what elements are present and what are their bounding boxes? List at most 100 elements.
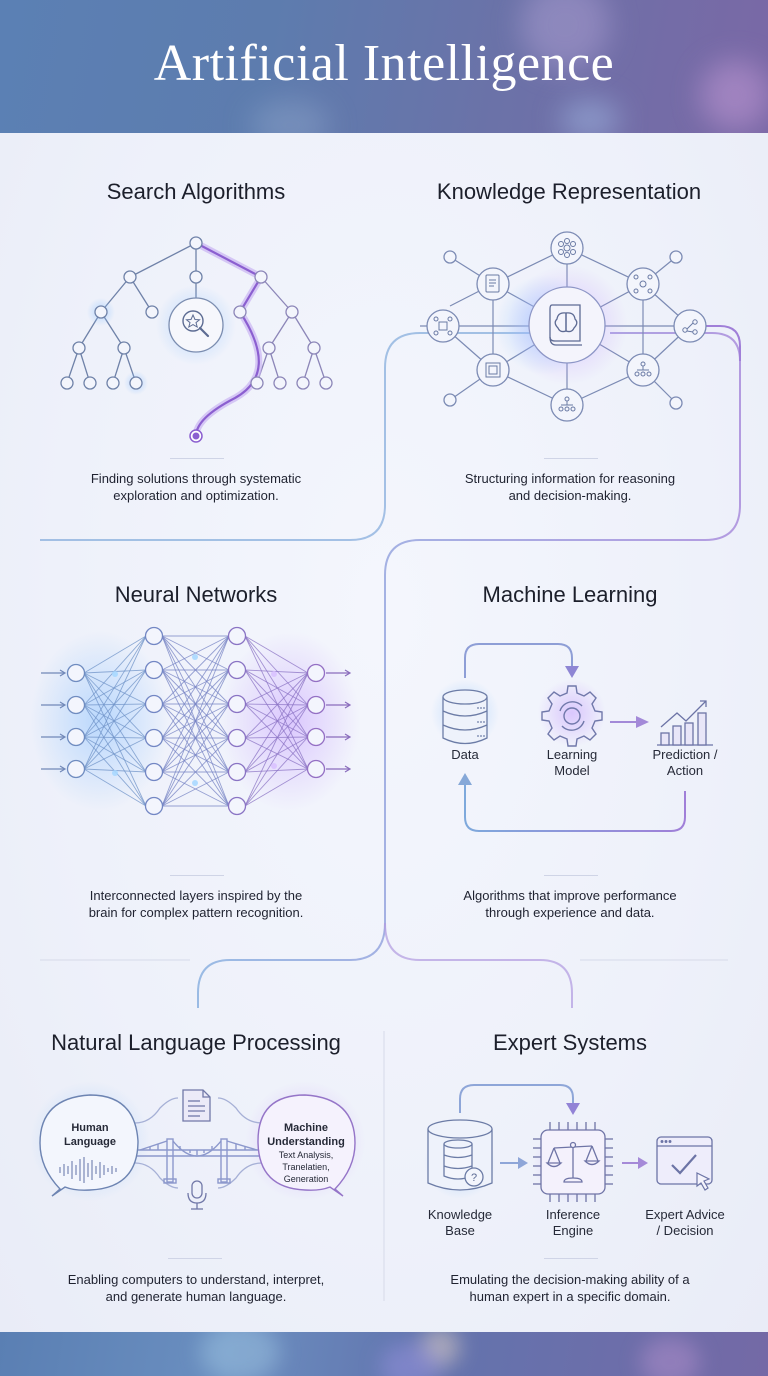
tree-node bbox=[72, 341, 86, 355]
nn-connection bbox=[83, 672, 147, 705]
nn-connection bbox=[161, 635, 230, 739]
connector-line bbox=[384, 922, 573, 1008]
nn-connection bbox=[244, 635, 309, 770]
nn-node bbox=[227, 728, 247, 748]
tree-node bbox=[250, 376, 264, 390]
nn-connection bbox=[83, 635, 147, 770]
network-icon bbox=[426, 309, 460, 343]
nn-connection bbox=[83, 736, 147, 739]
bokeh-glow bbox=[640, 1337, 700, 1376]
document-icon bbox=[182, 1089, 211, 1122]
nn-connection bbox=[244, 703, 309, 738]
tree-node bbox=[145, 305, 159, 319]
bokeh-glow bbox=[250, 100, 330, 133]
tree-node bbox=[117, 341, 131, 355]
rule bbox=[544, 875, 598, 876]
nn-connection bbox=[244, 703, 309, 706]
atom-icon bbox=[550, 231, 584, 265]
bokeh-glow bbox=[520, 0, 610, 70]
tree-node bbox=[83, 376, 97, 390]
nn-connection bbox=[161, 703, 230, 807]
nn-connection bbox=[83, 635, 147, 738]
nn-connection bbox=[244, 635, 309, 674]
nn-node bbox=[306, 695, 326, 715]
infographic-body: Search Algorithms Knowledge Representati… bbox=[0, 133, 768, 1332]
tree-node bbox=[129, 376, 143, 390]
gear-cycle-icon bbox=[541, 685, 603, 747]
bokeh-glow bbox=[420, 1332, 460, 1367]
header-banner: Artificial Intelligence bbox=[0, 0, 768, 133]
sound-wave-icon bbox=[59, 1157, 117, 1183]
nn-connection bbox=[83, 736, 147, 773]
brain-book-icon bbox=[528, 286, 606, 364]
signal-spark bbox=[112, 770, 118, 776]
rule bbox=[544, 1258, 598, 1259]
nn-connection bbox=[244, 669, 309, 770]
nn-connection bbox=[244, 672, 309, 739]
nn-node bbox=[227, 626, 247, 646]
section-title-search: Search Algorithms bbox=[106, 179, 286, 204]
page-title: Artificial Intelligence bbox=[153, 35, 615, 92]
nn-connection bbox=[244, 669, 309, 738]
nn-node bbox=[144, 796, 164, 816]
nn-connection bbox=[244, 703, 309, 770]
nn-node bbox=[306, 727, 326, 747]
nn-node bbox=[66, 695, 86, 715]
bubble-machine-label: Machine Understanding Text Analysis, Tra… bbox=[267, 1122, 345, 1184]
output-arrow-head bbox=[344, 701, 352, 709]
nn-node bbox=[66, 759, 86, 779]
section-title-neural: Neural Networks bbox=[114, 582, 278, 607]
nn-connection bbox=[161, 635, 230, 807]
tree-node bbox=[296, 376, 310, 390]
nn-node bbox=[144, 626, 164, 646]
nn-connection bbox=[244, 736, 309, 807]
nn-node bbox=[227, 660, 247, 680]
search-tree-diagram bbox=[60, 236, 333, 443]
bridge-icon bbox=[135, 1138, 262, 1184]
nn-connection bbox=[83, 635, 147, 674]
ml-cycle-diagram bbox=[431, 643, 713, 832]
section-title-ml: Machine Learning bbox=[482, 582, 658, 607]
nn-connection bbox=[244, 704, 309, 807]
network-icon bbox=[626, 267, 660, 301]
cursor-icon bbox=[696, 1172, 711, 1191]
tree-node bbox=[285, 305, 299, 319]
nn-connection bbox=[244, 672, 309, 705]
nn-node bbox=[144, 660, 164, 680]
database-icon bbox=[442, 689, 488, 745]
nn-node bbox=[144, 762, 164, 782]
nn-node bbox=[144, 694, 164, 714]
nn-connection bbox=[244, 736, 309, 739]
bokeh-glow bbox=[200, 1332, 280, 1376]
nn-connection bbox=[244, 669, 309, 706]
tree-node bbox=[254, 270, 268, 284]
expert-step-label: Expert Advice/ Decision bbox=[645, 1207, 725, 1238]
nn-connection bbox=[161, 771, 230, 807]
nn-connection bbox=[83, 669, 147, 770]
nn-node bbox=[227, 694, 247, 714]
tree-node bbox=[189, 236, 203, 250]
tree-node bbox=[94, 305, 108, 319]
bokeh-glow bbox=[380, 1342, 440, 1376]
tree-node bbox=[189, 270, 203, 284]
section-desc-nlp: Enabling computers to understand, interp… bbox=[67, 1272, 325, 1304]
flow-arrow-top bbox=[459, 1084, 574, 1113]
nn-connection bbox=[244, 768, 309, 807]
cycle-arrow-bottom bbox=[464, 785, 686, 832]
section-desc-expert: Emulating the decision-making ability of… bbox=[450, 1272, 690, 1304]
nn-connection bbox=[244, 704, 309, 739]
input-arrow-head bbox=[59, 701, 67, 709]
signal-spark bbox=[112, 671, 118, 677]
nn-connection bbox=[161, 669, 230, 807]
nn-connection bbox=[161, 635, 230, 705]
ml-step-label: Prediction /Action bbox=[652, 747, 718, 778]
nn-node bbox=[66, 727, 86, 747]
nn-connection bbox=[83, 672, 147, 807]
arrow-head bbox=[565, 666, 579, 678]
speech-bubble-machine bbox=[257, 1094, 356, 1197]
cycle-arrow-top bbox=[464, 643, 573, 678]
